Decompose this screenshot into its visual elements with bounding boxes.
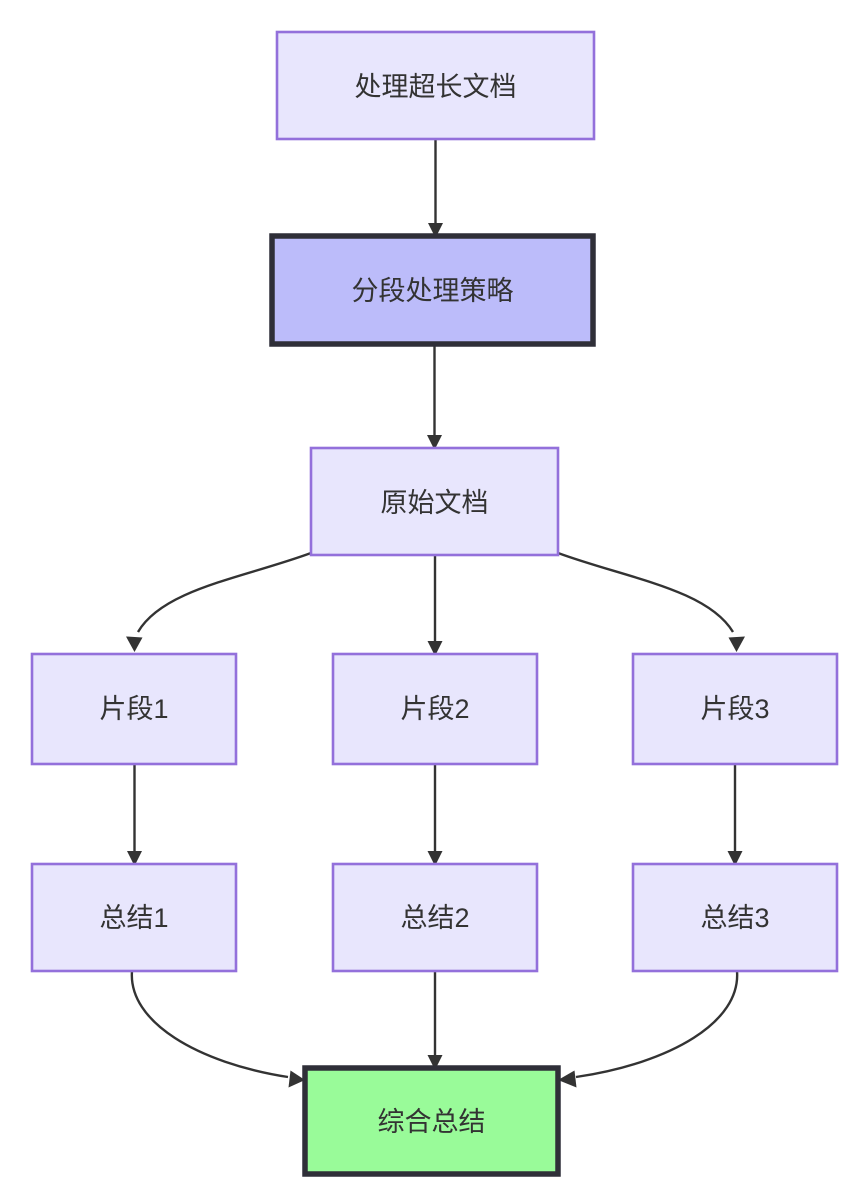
node-fragment-2[interactable]: 片段2 xyxy=(331,652,539,766)
node-label: 原始文档 xyxy=(381,488,489,518)
node-summary-1[interactable]: 总结1 xyxy=(30,862,238,973)
node-rect[interactable] xyxy=(309,446,560,557)
edge-n6-n9 xyxy=(727,764,743,866)
arrow-head-icon xyxy=(427,1055,443,1070)
node-rect[interactable] xyxy=(331,652,539,766)
node-chunking-strategy[interactable]: 分段处理策略 xyxy=(269,233,596,347)
edge-n3-n5 xyxy=(427,555,443,656)
edge-n8-n10 xyxy=(427,971,443,1070)
edge-line xyxy=(136,551,312,633)
node-label: 分段处理策略 xyxy=(352,276,514,306)
node-label: 综合总结 xyxy=(378,1107,486,1137)
edge-line xyxy=(575,970,739,1079)
node-fragment-1[interactable]: 片段1 xyxy=(30,652,238,766)
arrow-head-icon xyxy=(728,636,745,652)
arrow-head-icon xyxy=(427,851,443,866)
arrow-head-icon xyxy=(127,851,142,866)
edge-n9-n10 xyxy=(558,970,739,1088)
node-rect[interactable] xyxy=(30,652,238,766)
node-rect[interactable] xyxy=(631,862,839,973)
node-summary-3[interactable]: 总结3 xyxy=(631,862,839,973)
arrow-head-icon xyxy=(428,223,443,238)
edge-n3-n4 xyxy=(126,551,312,652)
node-summary-2[interactable]: 总结2 xyxy=(331,862,539,973)
arrow-head-icon xyxy=(558,1070,577,1088)
node-label: 片段2 xyxy=(400,694,469,724)
node-rect[interactable] xyxy=(302,1065,561,1177)
edge-n7-n10 xyxy=(130,970,305,1088)
node-label: 片段3 xyxy=(700,694,769,724)
node-rect[interactable] xyxy=(631,652,839,766)
edge-line xyxy=(130,970,289,1079)
node-rect[interactable] xyxy=(30,862,238,973)
node-rect[interactable] xyxy=(275,30,596,141)
edge-n1-n2 xyxy=(428,139,443,238)
edge-layer xyxy=(126,139,745,1088)
node-rect[interactable] xyxy=(269,233,596,347)
node-process-long-document[interactable]: 处理超长文档 xyxy=(275,30,596,141)
node-fragment-3[interactable]: 片段3 xyxy=(631,652,839,766)
node-original-document[interactable]: 原始文档 xyxy=(309,446,560,557)
arrow-head-icon xyxy=(126,636,143,652)
node-layer: 处理超长文档 分段处理策略 原始文档 片段1 片段2 片段3 xyxy=(30,30,839,1177)
node-comprehensive-summary[interactable]: 综合总结 xyxy=(302,1065,561,1177)
edge-n5-n8 xyxy=(427,764,443,866)
node-label: 总结3 xyxy=(700,903,769,933)
edge-n4-n7 xyxy=(127,764,142,866)
arrow-head-icon xyxy=(727,851,743,866)
node-rect[interactable] xyxy=(331,862,539,973)
arrow-head-icon xyxy=(427,435,442,450)
node-label: 总结2 xyxy=(400,903,469,933)
node-label: 总结1 xyxy=(99,903,168,933)
node-label: 处理超长文档 xyxy=(355,72,517,102)
edge-n2-n3 xyxy=(427,344,442,450)
edge-line xyxy=(557,551,735,633)
node-label: 片段1 xyxy=(99,694,168,724)
arrow-head-icon xyxy=(288,1070,305,1088)
arrow-head-icon xyxy=(427,641,443,656)
edge-n3-n6 xyxy=(557,551,745,652)
